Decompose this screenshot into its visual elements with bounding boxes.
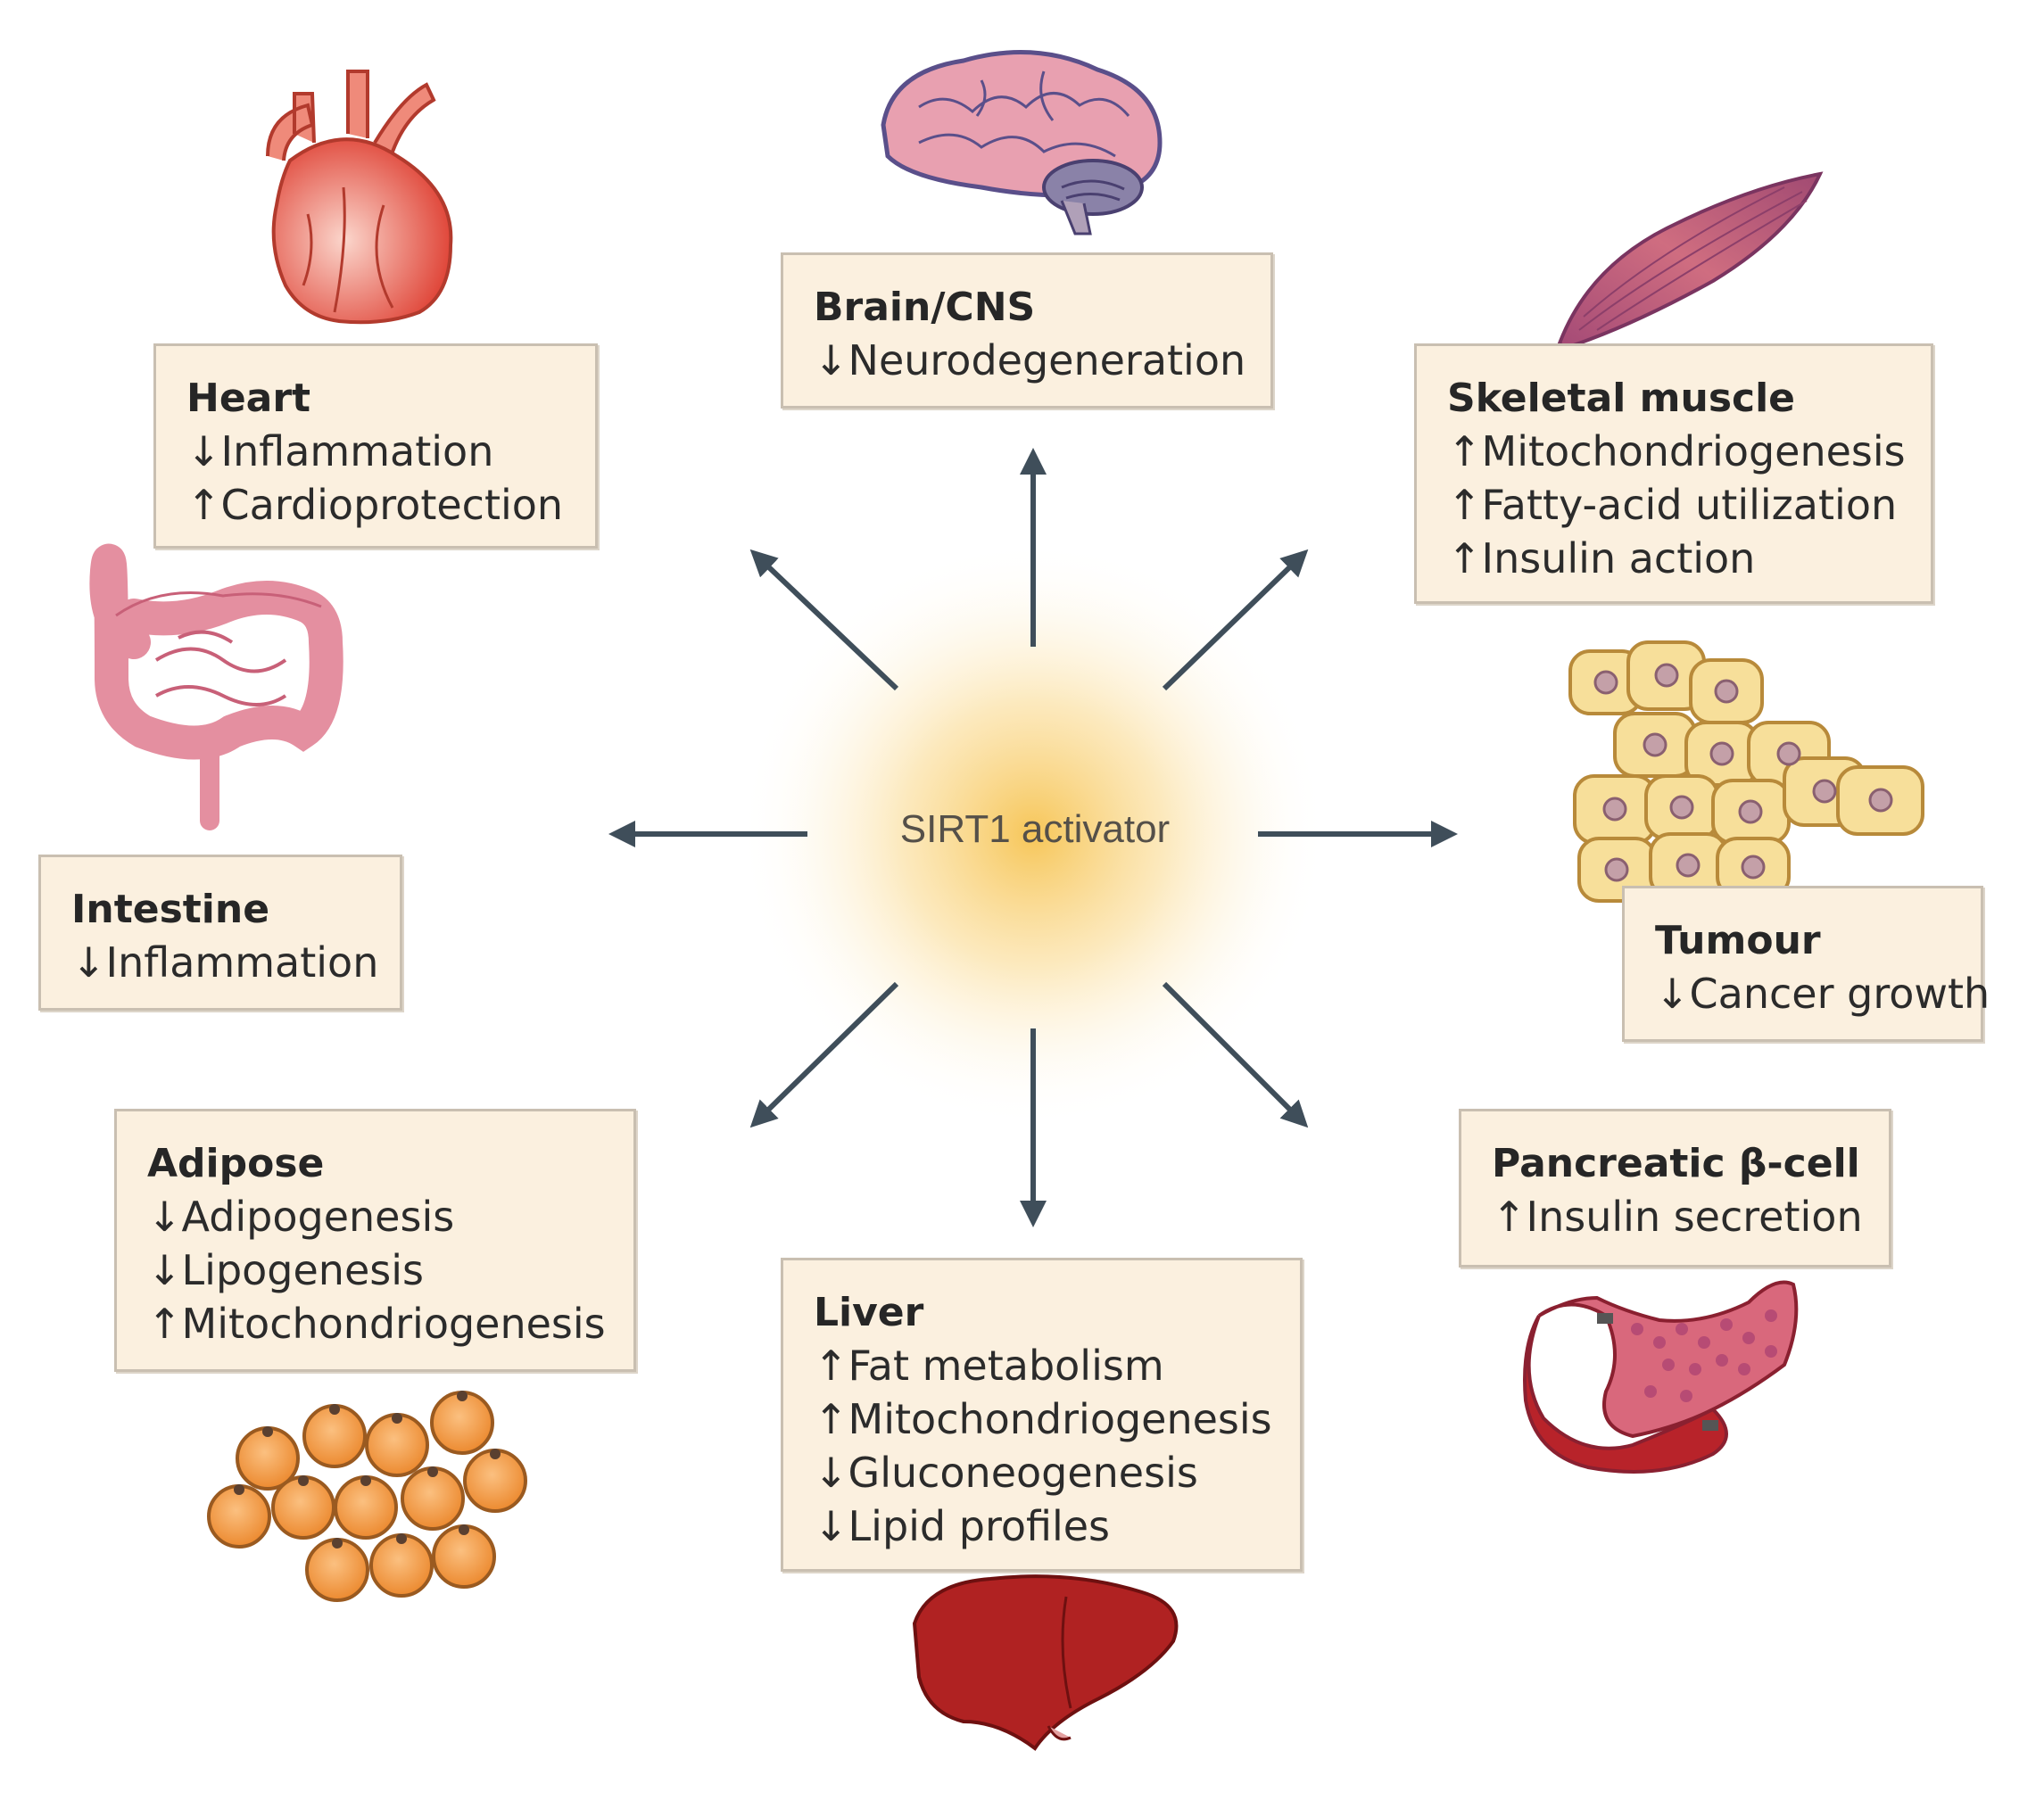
pancreas-title: Pancreatic β-cell bbox=[1492, 1141, 1860, 1186]
brain-title: Brain/CNS bbox=[814, 285, 1036, 330]
liver-title: Liver bbox=[814, 1290, 924, 1335]
brain-box: Brain/CNS ↓Neurodegeneration bbox=[781, 252, 1273, 409]
heart-icon bbox=[266, 70, 453, 325]
heart-box: Heart ↓Inflammation ↑Cardioprotection bbox=[153, 343, 598, 549]
heart-effect: ↓Inflammation bbox=[186, 427, 494, 475]
activator-glow bbox=[739, 540, 1328, 1128]
muscle-effect: ↑Insulin action bbox=[1447, 534, 1756, 582]
heart-effect: ↑Cardioprotection bbox=[186, 481, 564, 529]
arrow-to-pancreas bbox=[1162, 981, 1309, 1128]
pancreas-effect: ↑Insulin secretion bbox=[1492, 1193, 1863, 1241]
muscle-title: Skeletal muscle bbox=[1447, 376, 1796, 421]
muscle-box: Skeletal muscle ↑Mitochondriogenesis ↑Fa… bbox=[1414, 343, 1933, 604]
pancreas-icon bbox=[1523, 1280, 1799, 1474]
arrow-to-muscle bbox=[1162, 549, 1309, 691]
liver-effect: ↓Gluconeogenesis bbox=[814, 1449, 1198, 1497]
pancreas-box: Pancreatic β-cell ↑Insulin secretion bbox=[1459, 1109, 1891, 1268]
arrows bbox=[608, 448, 1458, 1227]
liver-effect: ↑Mitochondriogenesis bbox=[814, 1395, 1272, 1443]
heart-title: Heart bbox=[186, 376, 311, 421]
arrow-to-adipose bbox=[749, 981, 899, 1128]
brain-icon bbox=[881, 50, 1163, 235]
tumour-cells-icon bbox=[1568, 640, 1924, 903]
intestine-title: Intestine bbox=[71, 887, 270, 932]
muscle-effect: ↑Fatty-acid utilization bbox=[1447, 481, 1898, 529]
tumour-title: Tumour bbox=[1655, 918, 1821, 963]
liver-effect: ↑Fat metabolism bbox=[814, 1342, 1164, 1390]
intestine-effect: ↓Inflammation bbox=[71, 938, 379, 987]
tumour-box: Tumour ↓Cancer growth bbox=[1622, 886, 1990, 1042]
brain-effect: ↓Neurodegeneration bbox=[814, 336, 1246, 384]
muscle-effect: ↑Mitochondriogenesis bbox=[1447, 427, 1906, 475]
adipose-title: Adipose bbox=[147, 1141, 325, 1186]
liver-effect: ↓Lipid profiles bbox=[814, 1502, 1111, 1550]
adipose-effect: ↓Lipogenesis bbox=[147, 1246, 424, 1294]
liver-box: Liver ↑Fat metabolism ↑Mitochondriogenes… bbox=[781, 1258, 1303, 1572]
muscle-icon bbox=[1557, 171, 1824, 351]
liver-icon bbox=[912, 1574, 1179, 1751]
adipose-box: Adipose ↓Adipogenesis ↓Lipogenesis ↑Mito… bbox=[114, 1109, 636, 1372]
sirt1-activator-label: SIRT1 activator bbox=[899, 807, 1171, 851]
arrow-to-heart bbox=[749, 549, 899, 691]
intestine-icon bbox=[89, 543, 343, 830]
adipose-effect: ↑Mitochondriogenesis bbox=[147, 1300, 606, 1348]
adipocytes-icon bbox=[207, 1391, 527, 1602]
tumour-effect: ↓Cancer growth bbox=[1655, 970, 1990, 1018]
intestine-box: Intestine ↓Inflammation bbox=[38, 855, 402, 1011]
adipose-effect: ↓Adipogenesis bbox=[147, 1193, 455, 1241]
